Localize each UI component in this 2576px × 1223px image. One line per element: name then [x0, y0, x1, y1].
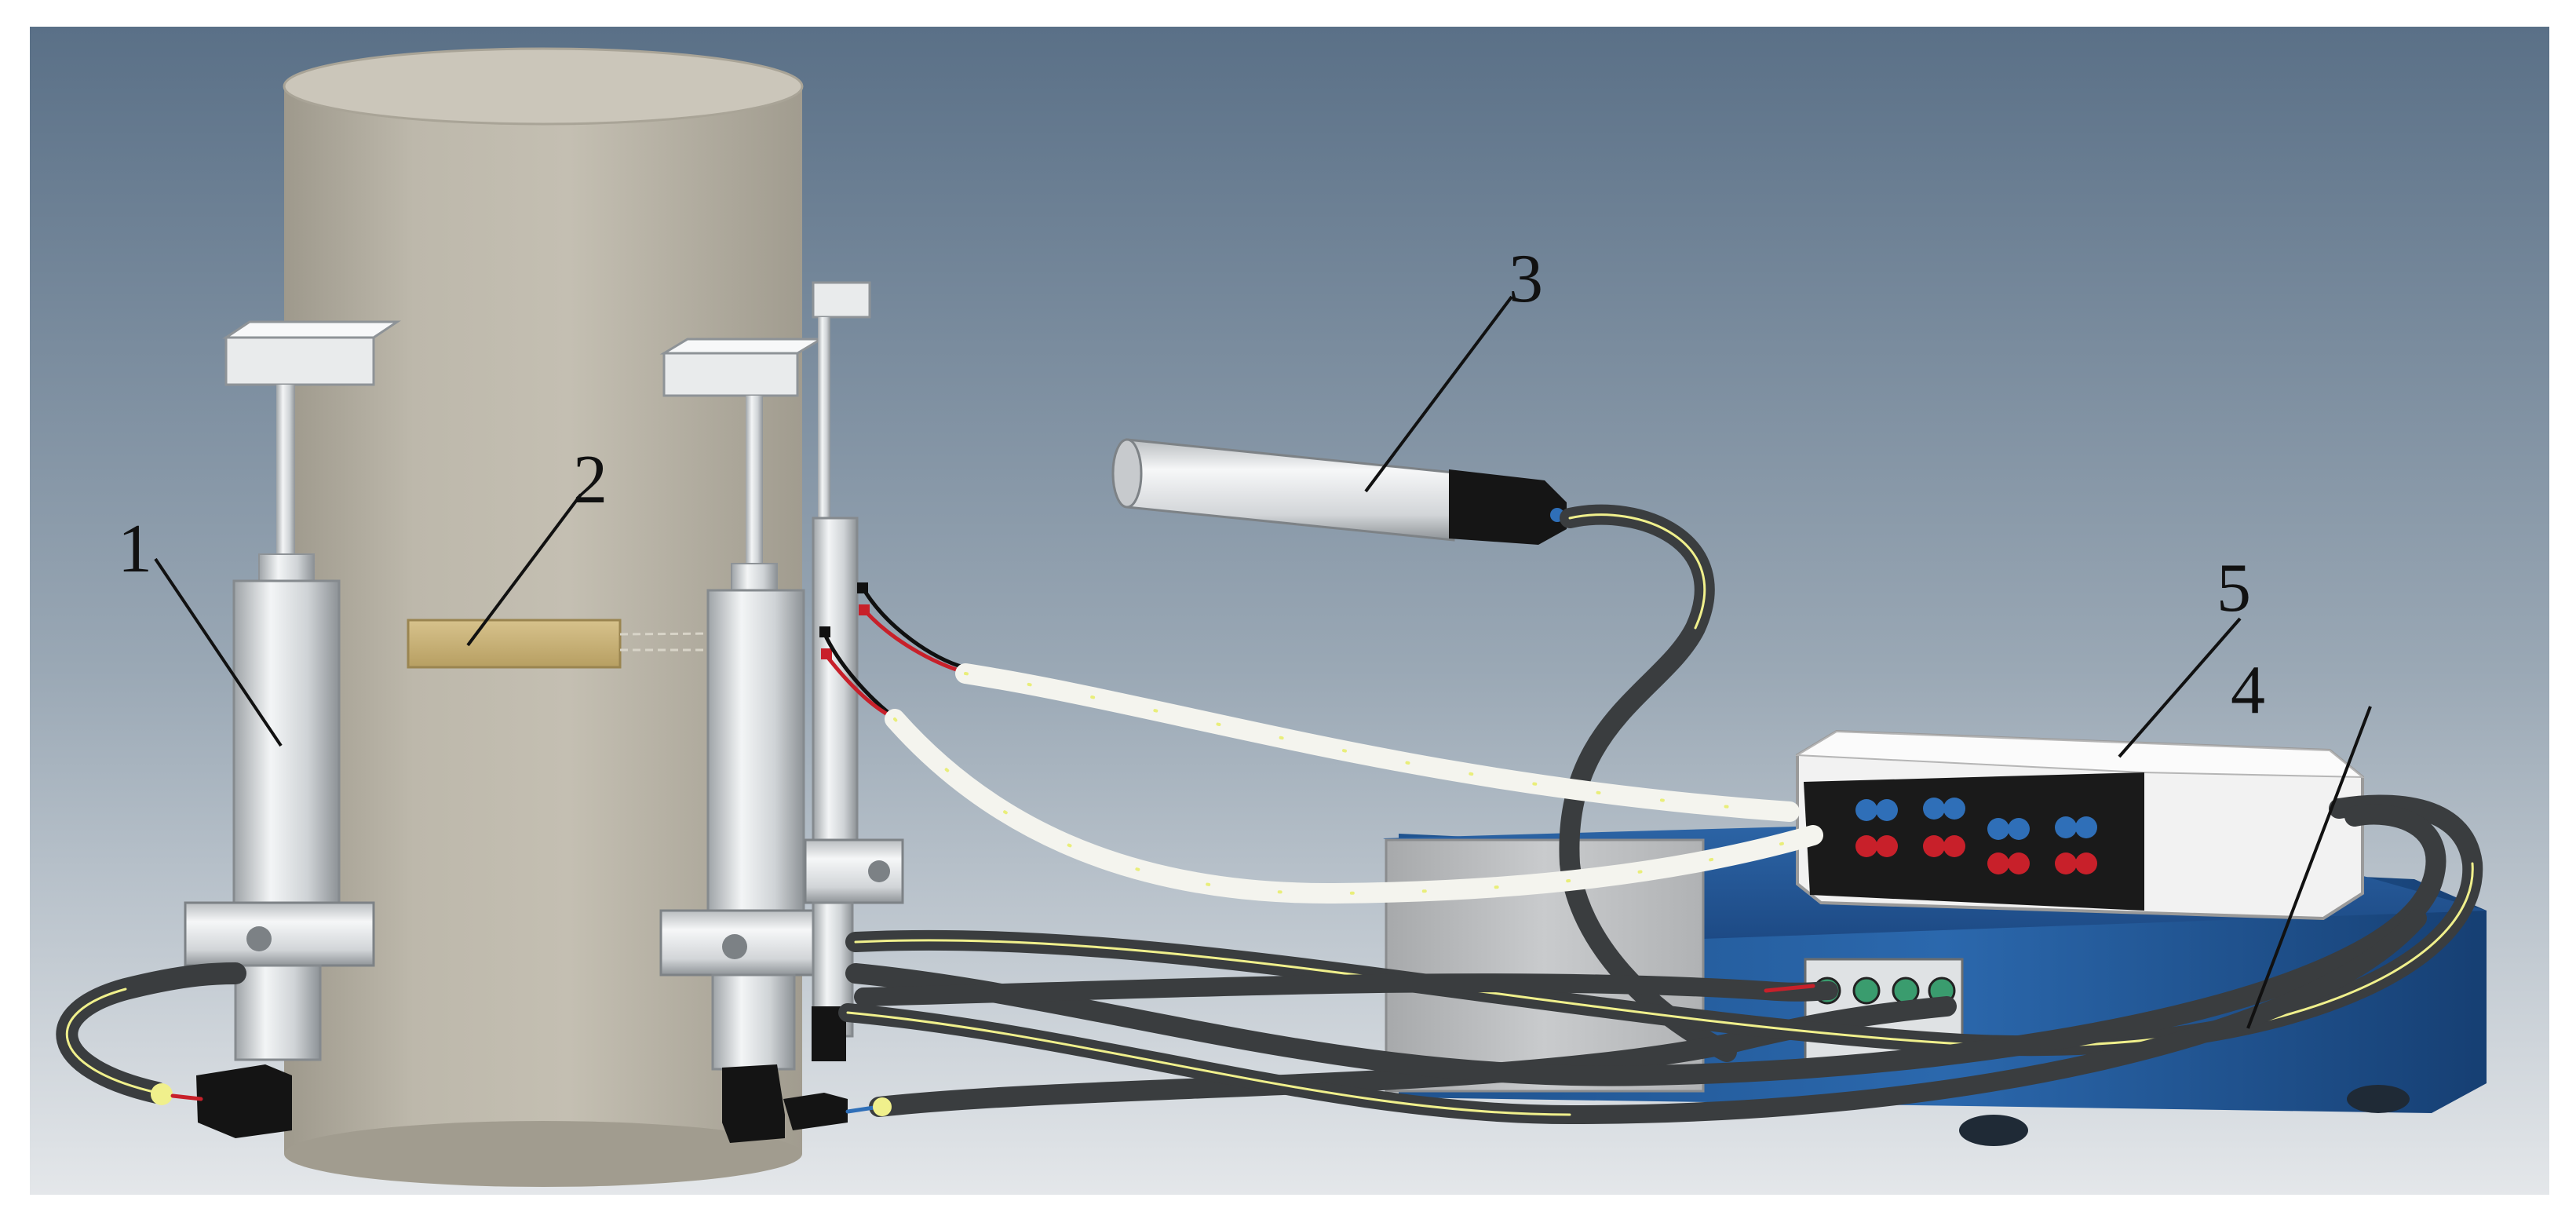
displacement-sensor-middle — [659, 338, 848, 1143]
cable-to-ports — [854, 973, 1838, 1006]
cable-bundle-2 — [845, 804, 2446, 1086]
gauge-cable-lower — [885, 709, 1823, 904]
leader-line-2 — [466, 493, 582, 647]
displacement-sensor-left — [184, 320, 401, 1138]
acoustic-emission-sensor — [1111, 438, 1567, 545]
callouts: 1 2 3 4 5 — [118, 241, 2372, 1029]
sensor-head — [1449, 469, 1567, 545]
sensor-plug-middle — [722, 1064, 785, 1143]
gauge-cable-upper — [955, 663, 1800, 822]
cables — [56, 504, 2483, 1125]
signal-amplifier — [1794, 729, 2365, 921]
callout-label-3: 3 — [1509, 241, 1543, 317]
amplifier-front-panel — [1804, 772, 2144, 911]
leader-line-5 — [2118, 617, 2242, 758]
leader-line-4 — [2246, 706, 2372, 1029]
amplifier-connectors — [1855, 798, 2097, 874]
leader-line-3 — [1364, 295, 1513, 493]
callout-label-4: 4 — [2231, 652, 2265, 728]
callout-label-2: 2 — [573, 442, 608, 518]
callout-label-1: 1 — [118, 511, 152, 587]
callout-label-5: 5 — [2217, 550, 2251, 626]
sensor-plug-left — [196, 1064, 292, 1138]
leader-line-1 — [154, 557, 283, 747]
displacement-sensor-right — [804, 281, 904, 1061]
